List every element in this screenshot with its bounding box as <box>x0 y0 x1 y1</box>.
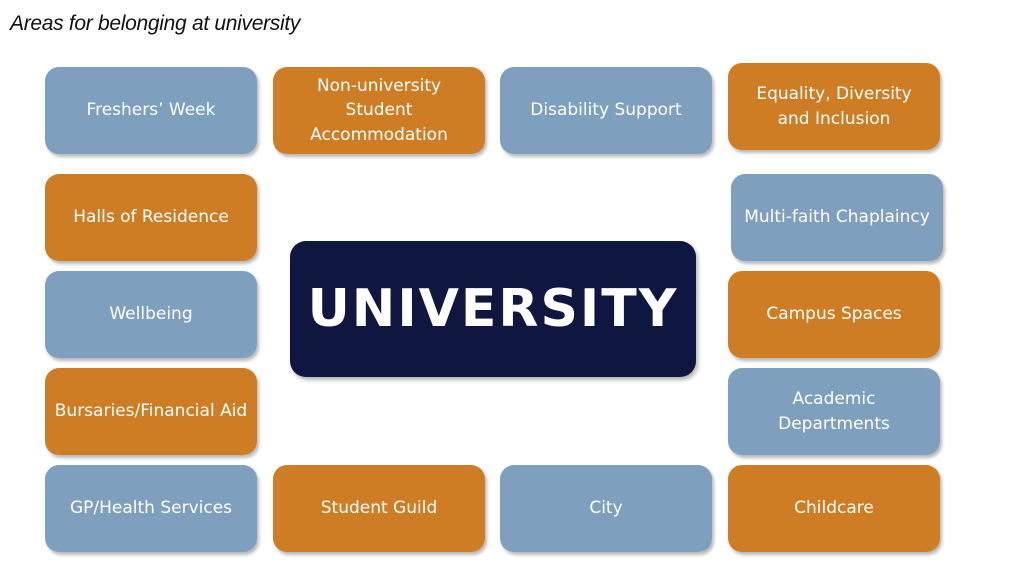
box-childcare: Childcare <box>728 465 940 552</box>
center-label: UNIVERSITY <box>307 279 679 339</box>
box-label: Non-university Student Accommodation <box>310 75 448 145</box>
box-label: Academic Departments <box>778 388 890 434</box>
box-bursaries-financial-aid: Bursaries/Financial Aid <box>45 368 257 455</box>
box-label: Campus Spaces <box>766 304 902 325</box>
box-wellbeing: Wellbeing <box>45 271 257 358</box>
box-label: Disability Support <box>530 100 682 121</box>
box-gp-health-services: GP/Health Services <box>45 465 257 552</box>
box-disability-support: Disability Support <box>500 67 712 154</box>
box-multi-faith-chaplaincy: Multi-faith Chaplaincy <box>731 174 943 261</box>
box-label: Student Guild <box>320 498 438 519</box>
box-academic-departments: Academic Departments <box>728 368 940 455</box>
box-label: Wellbeing <box>109 304 193 325</box>
box-label: Multi-faith Chaplaincy <box>744 207 930 228</box>
university-center-box: UNIVERSITY <box>290 241 696 377</box>
box-halls-of-residence: Halls of Residence <box>45 174 257 261</box>
box-label: Halls of Residence <box>73 207 229 228</box>
box-label: GP/Health Services <box>69 498 233 519</box>
diagram-title: Areas for belonging at university <box>10 12 301 35</box>
box-label: Bursaries/Financial Aid <box>54 401 248 422</box>
box-label: City <box>589 498 623 519</box>
box-label: Freshers’ Week <box>86 100 216 121</box>
box-campus-spaces: Campus Spaces <box>728 271 940 358</box>
box-freshers-week: Freshers’ Week <box>45 67 257 154</box>
box-label: Childcare <box>794 498 874 519</box>
box-equality-diversity-inclusion: Equality, Diversity and Inclusion <box>728 63 940 150</box>
box-student-guild: Student Guild <box>273 465 485 552</box>
box-label: Equality, Diversity and Inclusion <box>756 83 912 129</box>
box-city: City <box>500 465 712 552</box>
box-non-university-accommodation: Non-university Student Accommodation <box>273 67 485 154</box>
